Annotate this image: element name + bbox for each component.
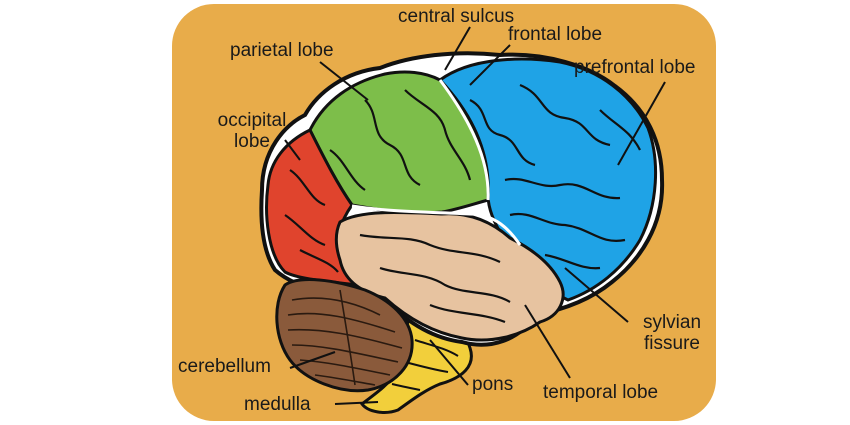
leader-temporal-lobe (524, 304, 571, 379)
label-cerebellum: cerebellum (178, 356, 271, 377)
label-prefrontal-lobe: prefrontal lobe (574, 57, 696, 78)
label-sylvian-fissure: sylvian fissure (632, 312, 712, 354)
label-frontal-lobe: frontal lobe (508, 24, 603, 45)
leader-occipital-lobe (284, 139, 301, 161)
leader-medulla (334, 401, 379, 405)
label-medulla: medulla (244, 394, 311, 415)
leader-prefrontal-lobe (617, 81, 666, 166)
leader-frontal-lobe (469, 44, 511, 86)
label-pons: pons (472, 374, 514, 395)
leader-pons (429, 339, 469, 386)
label-parietal-lobe: parietal lobe (230, 40, 334, 61)
label-occipital-line2: lobe (234, 131, 270, 152)
leader-central-sulcus (444, 26, 471, 71)
leader-sylvian-fissure (564, 267, 629, 323)
central-sulcus-line (438, 79, 490, 201)
label-sylvian-line2: fissure (644, 333, 700, 354)
leader-lines (284, 26, 666, 405)
gyri-lines (284, 83, 641, 324)
label-central-sulcus: central sulcus (398, 6, 515, 27)
label-temporal-lobe: temporal lobe (543, 382, 659, 403)
label-sylvian-line1: sylvian (642, 312, 702, 333)
label-occipital-line1: occipital (217, 110, 287, 131)
cerebellum-folia (287, 289, 403, 386)
leader-cerebellum (289, 351, 336, 369)
label-occipital-lobe: occipital lobe (208, 110, 296, 152)
cerebellum-region (275, 278, 414, 393)
sylvian-fissure-line (351, 204, 522, 246)
leader-parietal-lobe (319, 61, 369, 101)
